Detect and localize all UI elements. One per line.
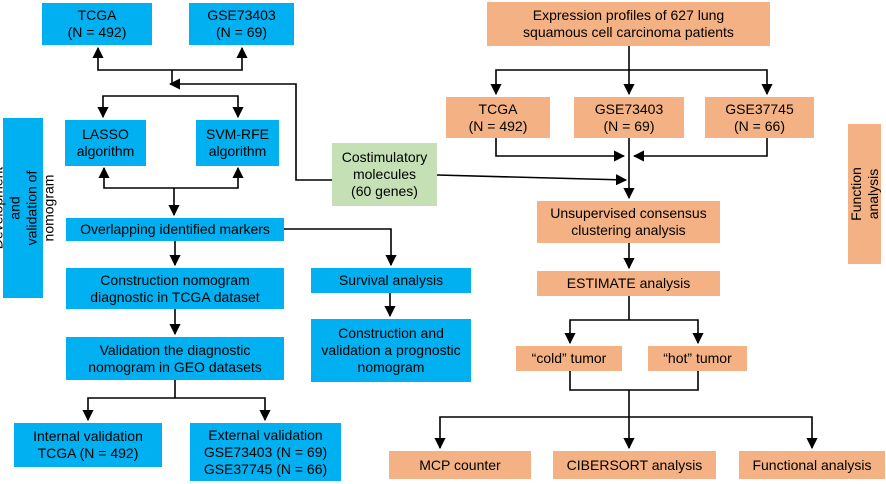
expression-profiles-box: Expression profiles of 627 lung squamous… <box>487 2 770 46</box>
costimulatory-molecules-box: Costimulatory molecules (60 genes) <box>332 143 437 206</box>
side-label-development: Development and validation of nomogram <box>0 118 56 298</box>
consensus-clustering-box: Unsupervised consensus clustering analys… <box>537 201 720 243</box>
internal-validation-box: Internal validation TCGA (N = 492) <box>14 423 162 467</box>
cold-tumor-box: “cold” tumor <box>516 346 622 371</box>
svm-rfe-box: SVM-RFE algorithm <box>196 120 279 166</box>
mcp-counter-box: MCP counter <box>389 451 531 479</box>
cibersort-box: CIBERSORT analysis <box>553 451 716 479</box>
right-gse37745-box: GSE37745 (N = 66) <box>705 97 814 138</box>
prognostic-nomogram-box: Construction and validation a prognostic… <box>311 319 471 382</box>
overlap-markers-box: Overlapping identified markers <box>66 218 284 241</box>
right-gse73403-box: GSE73403 (N = 69) <box>574 97 684 138</box>
right-tcga-box: TCGA (N = 492) <box>446 97 550 138</box>
external-validation-box: External validation GSE73403 (N = 69) GS… <box>190 423 341 481</box>
functional-analysis-box: Functional analysis <box>739 451 885 479</box>
left-tcga-box: TCGA (N = 492) <box>42 3 152 45</box>
lasso-box: LASSO algorithm <box>65 120 146 166</box>
estimate-analysis-box: ESTIMATE analysis <box>537 271 720 296</box>
construction-nomogram-box: Construction nomogram diagnostic in TCGA… <box>66 268 284 309</box>
survival-analysis-box: Survival analysis <box>311 268 471 293</box>
side-label-function: Function analysis <box>848 124 881 264</box>
validation-nomogram-box: Validation the diagnostic nomogram in GE… <box>66 337 284 380</box>
left-gse73403-box: GSE73403 (N = 69) <box>189 3 294 45</box>
hot-tumor-box: “hot” tumor <box>648 346 747 371</box>
